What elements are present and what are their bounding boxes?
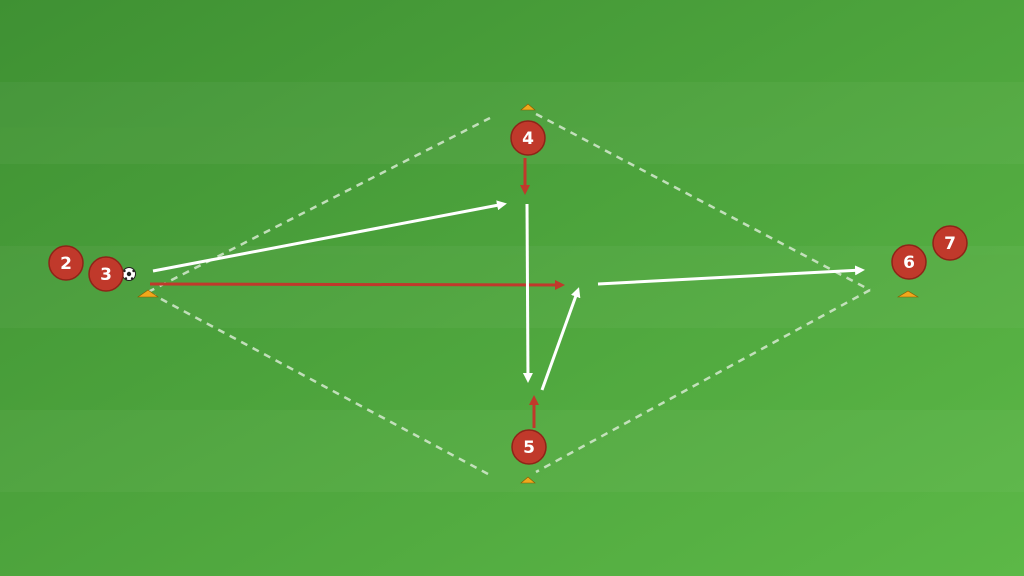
cone-icon [520, 476, 536, 484]
cone-icon [896, 290, 920, 298]
cone-icon [520, 103, 536, 111]
player-label: 4 [522, 129, 534, 149]
player-4[interactable]: 4 [510, 120, 546, 156]
player-6[interactable]: 6 [891, 244, 927, 280]
player-label: 3 [100, 265, 112, 285]
player-7[interactable]: 7 [932, 225, 968, 261]
run-arrows [149, 158, 565, 428]
pass-arrows [152, 200, 865, 391]
player-label: 5 [523, 438, 535, 458]
cones [137, 103, 920, 484]
player-label: 7 [944, 234, 956, 254]
pass-arrow-5-to-3 [540, 287, 581, 391]
player-label: 6 [903, 253, 915, 273]
player-2[interactable]: 2 [48, 245, 84, 281]
player-3[interactable]: 3 [88, 256, 124, 292]
cone-icon [137, 289, 159, 298]
player-5[interactable]: 5 [511, 429, 547, 465]
run-arrow-3 [149, 279, 565, 290]
pass-arrow-3-to-4 [152, 200, 507, 273]
area-boundary [147, 112, 871, 476]
pass-arrow-3-to-6 [597, 265, 865, 286]
player-label: 2 [60, 254, 72, 274]
soccer-ball-icon [122, 267, 136, 281]
pass-arrow-4-to-5 [522, 203, 533, 383]
